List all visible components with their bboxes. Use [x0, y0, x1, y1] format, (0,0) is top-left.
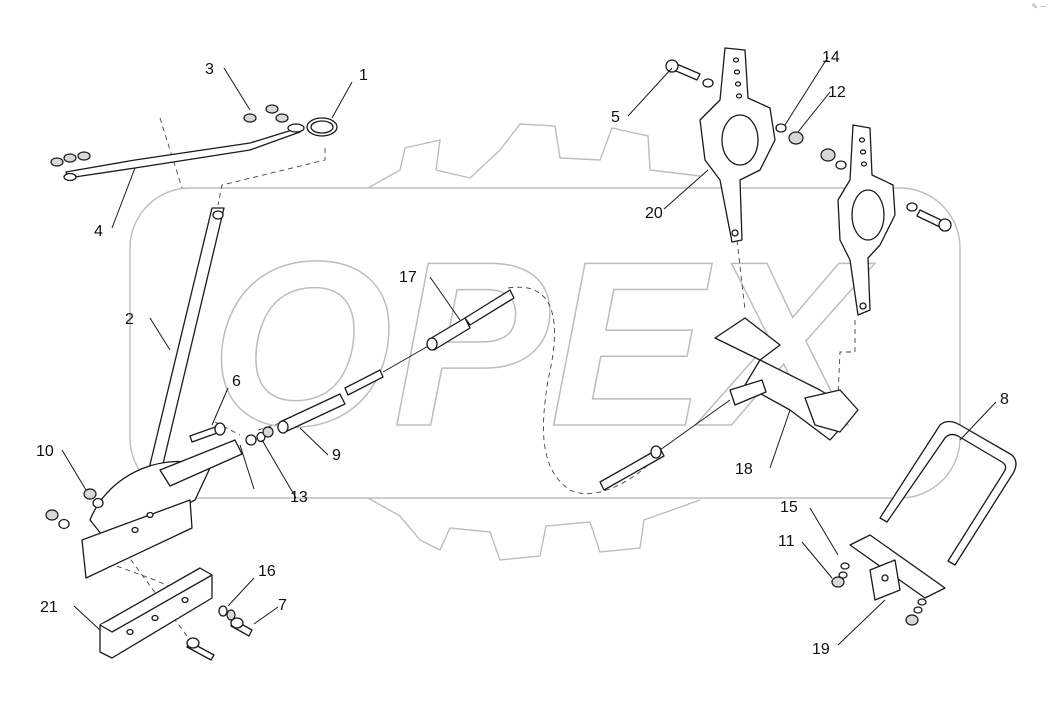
- nut-set-right: [243, 104, 289, 123]
- callout-5: 5: [611, 109, 620, 126]
- lever-assembly: [81, 207, 243, 579]
- watermark: OPEX: [129, 123, 961, 561]
- callout-7: 7: [278, 597, 287, 614]
- bolt-set-7-16: [186, 605, 253, 661]
- corner-mark: ✎ ─: [1031, 2, 1046, 11]
- callout-16: 16: [258, 563, 276, 580]
- callout-11: 11: [778, 533, 795, 550]
- callout-14: 14: [822, 49, 840, 66]
- callout-4: 4: [94, 223, 103, 240]
- nut-set-left: [50, 151, 91, 167]
- callout-21: 21: [40, 599, 58, 616]
- watermark-gear-outline: [367, 123, 701, 561]
- bolt-set-5: [665, 59, 714, 88]
- bracket-20-right: [837, 124, 896, 316]
- u-bolt-8: [879, 420, 1017, 566]
- tie-rod: [65, 126, 303, 179]
- nut-set-11-15: [831, 562, 927, 626]
- callout-19: 19: [812, 641, 830, 658]
- linkage-frame-18: [599, 317, 859, 491]
- lever-bracket: [159, 439, 243, 487]
- bolt-6: [189, 422, 226, 443]
- washer-set-13: [245, 426, 274, 446]
- callout-labels: 1 2 3 4 5 6 7 8 9 10 11 12 13 14 15 16 1…: [36, 49, 1009, 658]
- rod-eye-left: [63, 172, 77, 182]
- bracket-20-left: [699, 47, 776, 243]
- callout-18: 18: [735, 461, 753, 478]
- callout-15: 15: [780, 499, 798, 516]
- callout-8: 8: [1000, 391, 1009, 408]
- nut-set-10: [45, 488, 104, 530]
- clamp-plate-19: [849, 534, 946, 601]
- callout-20: 20: [645, 205, 663, 222]
- callout-13: 13: [290, 489, 308, 506]
- callout-10: 10: [36, 443, 54, 460]
- lever-base-plate: [81, 499, 193, 579]
- watermark-frame: [129, 187, 961, 499]
- rod-eye-right: [287, 123, 305, 133]
- threaded-rod: [344, 369, 384, 396]
- callout-12: 12: [828, 84, 846, 101]
- bolt-set-right: [906, 202, 952, 232]
- tie-rod-assembly: [50, 104, 338, 182]
- angle-bracket-21: [99, 567, 213, 659]
- callout-2: 2: [125, 311, 134, 328]
- callout-1: 1: [359, 67, 368, 84]
- callout-6: 6: [232, 373, 241, 390]
- cable-end-18: [599, 447, 665, 491]
- callout-9: 9: [332, 447, 341, 464]
- callout-3: 3: [205, 61, 214, 78]
- callout-17: 17: [399, 269, 417, 286]
- cable-assembly: [277, 289, 515, 434]
- washer-nut-set-14-12: [775, 123, 847, 170]
- leader-lines: [61, 56, 997, 646]
